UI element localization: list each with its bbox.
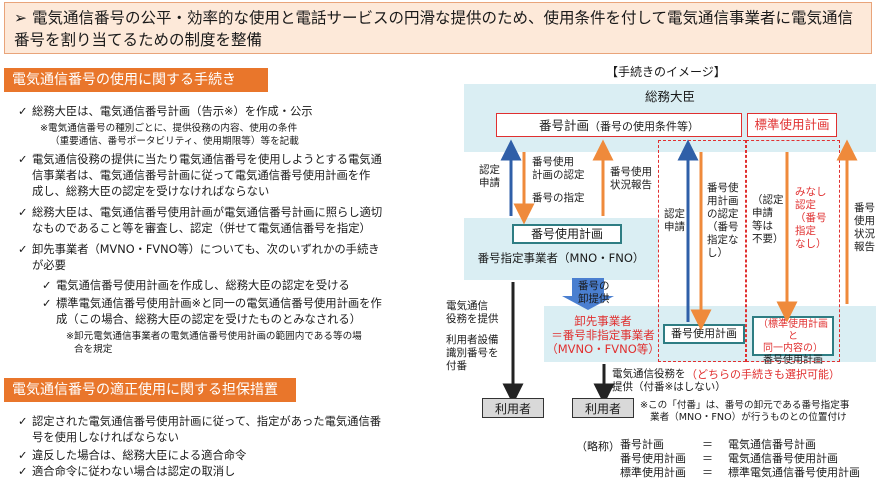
check-icon: ✓ [42, 279, 52, 292]
check-icon: ✓ [18, 465, 28, 478]
arrow-icon: ➢ [14, 9, 27, 27]
list-item: ✓ 認定された電気通信番号使用計画に従って、指定があった電気通信番 号を使用しな… [18, 415, 382, 444]
check-icon: ✓ [18, 153, 28, 166]
label-wholesale-provision: 番号の卸提供 [578, 280, 610, 305]
abbreviation-row: 番号計画＝電気通信番号計画 [620, 438, 816, 451]
list-item: ✓ 適合命令に従わない場合は認定の取消し [18, 465, 236, 478]
plan-box: 番号計画（番号の使用条件等） [496, 113, 742, 137]
holder-plan-box: 番号使用計画 [512, 224, 622, 244]
section-title-measures: 電気通信番号の適正使用に関する担保措置 [4, 378, 296, 402]
list-item: ✓ 標準電気通信番号使用計画※と同一の電気通信番号使用計画を作 成（この場合、総… [42, 297, 382, 326]
abbreviation-label: （略称） [576, 440, 620, 453]
check-icon: ✓ [18, 415, 28, 428]
summary-text: ➢ 電気通信番号の公平・効率的な使用と電話サービスの円滑な提供のため、使用条件を… [14, 9, 853, 49]
label-no-application: （認定申請 等は不要） [752, 194, 784, 245]
abbreviation-row: 番号使用計画＝電気通信番号使用計画 [620, 452, 838, 465]
label-deemed-approval: みなし認定 （番号指定 なし） [795, 186, 827, 250]
label-assign-id: 利用者設備識別番号を付番 [446, 334, 499, 372]
wholesale-plan-box: 番号使用計画 [663, 324, 745, 344]
arrow-wholesale-provision [562, 278, 614, 310]
check-icon: ✓ [18, 105, 28, 118]
label-designation: 番号の指定 [532, 192, 585, 204]
minister-label: 総務大臣 [644, 89, 695, 104]
list-item: ✓ 電気通信役務の提供に当たり電気通信番号を使用しようとする電気通 信事業者は、… [18, 153, 382, 198]
either-note: （どちらの手続きも選択可能） [686, 368, 840, 381]
list-item: ✓ 違反した場合は、総務大臣による適合命令 [18, 449, 247, 462]
list-item: ✓ 卸先事業者（MVNO・FVNO等）についても、次のいずれかの手続き が必要 [18, 243, 380, 272]
check-icon: ✓ [18, 206, 28, 219]
abbreviation-row: 標準使用計画＝標準電気通信番号使用計画 [620, 466, 860, 479]
holder-label: 番号指定事業者（MNO・FNO） [477, 251, 645, 265]
label-ws-status-report: 番号使用 状況報告 [854, 202, 875, 253]
label-provide-service: 電気通信役務を提供 [446, 300, 499, 325]
check-icon: ✓ [42, 297, 52, 310]
list-item: ✓ 電気通信番号使用計画を作成し、総務大臣の認定を受ける [42, 279, 350, 292]
abbreviation-table: 番号計画＝電気通信番号計画 番号使用計画＝電気通信番号使用計画 標準使用計画＝標… [620, 438, 860, 480]
footnote: ※卸元電気通信事業者の電気通信番号使用計画の範囲内である等の場 合を規定 [66, 331, 362, 355]
list-item: ✓ 総務大臣は、電気通信番号計画（告示※）を作成・公示 [18, 105, 313, 118]
section-title-procedures: 電気通信番号の使用に関する手続き [4, 68, 268, 92]
diagram-title: 【手続きのイメージ】 [606, 65, 726, 79]
user-box-wholesale: 利用者 [572, 398, 634, 418]
summary-banner [4, 2, 872, 54]
list-item: ✓ 総務大臣は、電気通信番号使用計画が電気通信番号計画に照らし適切 なものである… [18, 206, 383, 235]
option-frame-right [746, 140, 840, 362]
footnote: ※電気通信番号の種別ごとに、提供役務の内容、使用の条件 （重要通信、番号ポータビ… [40, 123, 299, 147]
label-plan-approval: 番号使用計画の認定 [532, 156, 585, 181]
label-provide-no-numbering: 電気通信役務を提供（付番※はしない） [612, 368, 726, 393]
user-box-holder: 利用者 [482, 398, 544, 418]
label-status-report: 番号使用状況報告 [610, 166, 652, 191]
label-ws-apply: 認定申請 [664, 208, 685, 233]
label-ws-approval: 番号使用計画の認定 （番号指定なし） [707, 182, 739, 259]
standard-same-plan-box: （標準使用計画と 同一内容の） 番号使用計画 [752, 316, 834, 366]
wholesale-label: 卸先事業者 ＝番号非指定事業者 （MVNO・FVNO等） [546, 314, 660, 356]
check-icon: ✓ [18, 449, 28, 462]
label-ninte-shinsei: 認定申請 [479, 164, 500, 189]
standard-plan-box: 標準使用計画 [747, 113, 837, 137]
check-icon: ✓ [18, 243, 28, 256]
numbering-footnote: ※この「付番」は、番号の卸元である番号指定事業者（MNO・FNO）が行うものとの… [640, 400, 850, 423]
option-frame-left [658, 140, 746, 362]
